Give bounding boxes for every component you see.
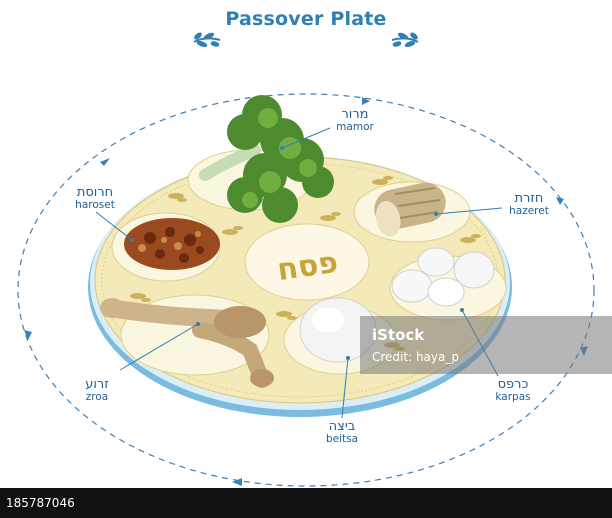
label-zroa: זרוע zroa xyxy=(62,378,132,403)
label-hazeret-english: hazeret xyxy=(509,204,549,217)
label-hazeret: חזרת hazeret xyxy=(494,192,564,217)
label-haroset-english: haroset xyxy=(75,198,115,211)
label-maror-hebrew: מרור xyxy=(341,107,369,122)
karpas-icon xyxy=(391,247,495,307)
label-maror-english: mamor xyxy=(336,120,374,133)
label-haroset-hebrew: חרוסת xyxy=(76,185,114,200)
title-ornament-left-icon xyxy=(193,32,221,48)
label-beitsa-english: beitsa xyxy=(325,432,359,445)
watermark-credit: Credit: haya_p xyxy=(372,350,459,364)
label-karpas-hebrew: כרפס xyxy=(497,377,529,392)
stock-id-bar: 185787046 xyxy=(0,488,612,518)
beitsa-icon xyxy=(299,297,377,363)
label-zroa-english: zroa xyxy=(85,390,109,403)
plate-center-text: פסח xyxy=(275,245,340,288)
stock-id: 185787046 xyxy=(6,496,75,510)
label-maror: מרור mamor xyxy=(320,108,390,133)
label-zroa-hebrew: זרוע xyxy=(85,377,109,392)
watermark-banner: iStock Credit: haya_p xyxy=(360,316,612,374)
maror-icon xyxy=(199,95,334,223)
haroset-icon xyxy=(124,218,220,270)
label-karpas-english: karpas xyxy=(495,390,531,403)
title-ornament-right-icon xyxy=(391,32,419,48)
label-beitsa: ביצה beitsa xyxy=(304,420,380,445)
leader-dots xyxy=(130,146,464,360)
label-haroset: חרוסת haroset xyxy=(60,186,130,211)
watermark-brand: iStock xyxy=(372,326,425,344)
diagram-title: Passover Plate xyxy=(225,8,387,30)
hazeret-icon xyxy=(374,182,446,237)
label-karpas: כרפס karpas xyxy=(478,378,548,403)
label-hazeret-hebrew: חזרת xyxy=(514,191,544,206)
zroa-icon xyxy=(100,298,274,388)
label-beitsa-hebrew: ביצה xyxy=(328,419,356,434)
cycle-path xyxy=(17,93,595,487)
